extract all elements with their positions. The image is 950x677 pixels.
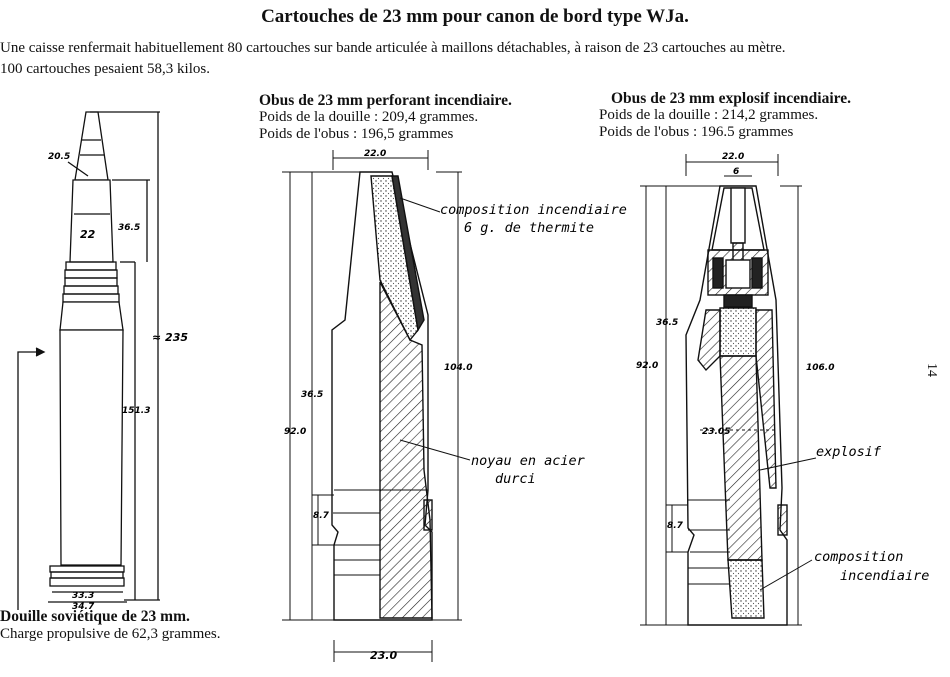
he-label-incendiary-1: composition	[814, 549, 903, 565]
cartridge-caption-title: Douille soviétique de 23 mm.	[0, 608, 190, 625]
cartridge-dim-overall: ≈ 235	[152, 331, 188, 344]
he-label-incendiary-2: incendiaire	[840, 568, 929, 584]
intro-line-1: Une caisse renfermait habituellement 80 …	[0, 40, 786, 56]
he-shell-case-weight: Poids de la douille : 214,2 grammes.	[599, 107, 819, 123]
ap-shell-drawing	[282, 150, 471, 662]
he-dim-top: 22.0	[722, 152, 744, 162]
ap-dim-band: 8.7	[313, 511, 330, 521]
he-shell-caption-title: Obus de 23 mm explosif incendiaire.	[611, 90, 851, 107]
page-title: Cartouches de 23 mm pour canon de bord t…	[261, 6, 689, 27]
cartridge-dim-case: 151.3	[122, 406, 150, 416]
ap-dim-body: 92.0	[284, 427, 306, 437]
ap-dim-length: 104.0	[444, 363, 472, 373]
he-shell-projectile-weight: Poids de l'obus : 196.5 grammes	[599, 124, 794, 140]
he-dim-length: 106.0	[806, 363, 834, 373]
ap-shell-projectile-weight: Poids de l'obus : 196,5 grammes	[259, 126, 454, 142]
cartridge-dim-tip: 20.5	[48, 152, 70, 162]
cartridge-drawing	[17, 111, 160, 610]
cartridge-caption-line: Charge propulsive de 62,3 grammes.	[0, 626, 221, 642]
he-label-explosive: explosif	[816, 444, 882, 460]
ap-dim-ogive: 36.5	[301, 390, 323, 400]
ap-label-thermite: 6 g. de thermite	[464, 220, 594, 236]
ap-shell-case-weight: Poids de la douille : 209,4 grammes.	[259, 109, 479, 125]
he-dim-band: 8.7	[667, 521, 684, 531]
cartridge-dim-caliber: 22	[80, 228, 96, 241]
he-dim-ogive: 36.5	[656, 318, 678, 328]
ap-label-core-1: noyau en acier	[471, 453, 586, 469]
he-dim-fuze: 6	[733, 167, 739, 177]
ap-label-incendiary: composition incendiaire	[440, 202, 627, 218]
intro-line-2: 100 cartouches pesaient 58,3 kilos.	[0, 61, 210, 77]
ap-dim-base: 23.0	[370, 649, 397, 662]
ap-label-core-2: durci	[495, 471, 536, 487]
ap-dim-top: 22.0	[364, 149, 386, 159]
cartridge-dim-ogive: 36.5	[118, 223, 140, 233]
cartridge-dim-rim2: 34.7	[72, 602, 95, 612]
he-dim-bore: 23.05	[702, 427, 730, 437]
ap-shell-caption-title: Obus de 23 mm perforant incendiaire.	[259, 92, 512, 109]
cartridge-dim-rim1: 33.3	[72, 591, 94, 601]
he-shell-drawing	[640, 154, 817, 626]
he-dim-body: 92.0	[636, 361, 658, 371]
